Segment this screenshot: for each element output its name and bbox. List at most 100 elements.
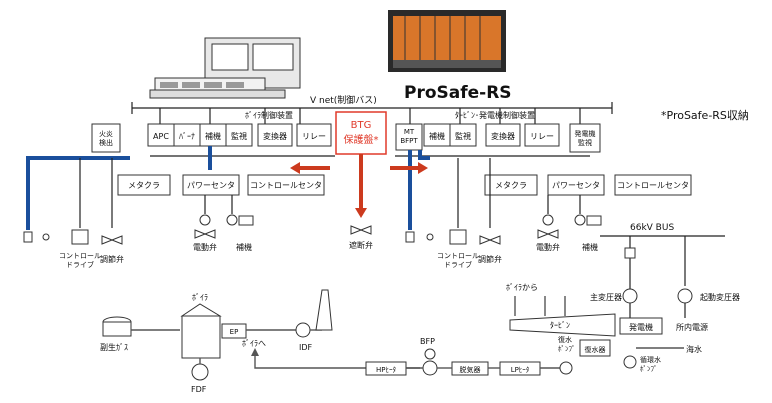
- metaclad-label-left: メタクラ: [128, 181, 160, 190]
- converter-label-right: 変換器: [491, 131, 515, 141]
- regulating-valve-label-right: 調節弁: [478, 254, 502, 264]
- control-drive-label-right: コントロールドライブ: [437, 252, 479, 269]
- relay-label-right: リレー: [530, 132, 554, 141]
- operator-console-icon: [149, 37, 301, 99]
- regulating-valve-icon-right: [479, 235, 501, 245]
- lp-heater-label: LPﾋｰﾀ: [511, 366, 530, 374]
- label-line: ドライブ: [66, 260, 94, 269]
- motor-valve-label-right: 電動弁: [536, 242, 560, 252]
- btg-label-2: 保護盤*: [344, 133, 379, 146]
- metaclad-label-right: メタクラ: [495, 181, 527, 190]
- start-transformer-icon: [677, 288, 693, 304]
- converter-label-left: 変換器: [263, 131, 287, 141]
- power-center-label-right: パワーセンタ: [552, 181, 600, 190]
- breaker-icon: [624, 247, 636, 259]
- generator-box: [619, 317, 663, 335]
- fdf-icon: [191, 363, 209, 381]
- motor-valve-label-left: 電動弁: [193, 242, 217, 252]
- flame-detector-box: [91, 123, 121, 153]
- shutoff-valve-icon: [350, 225, 372, 235]
- product-title: ProSafe-RS: [404, 83, 512, 103]
- converter-box-left: [257, 123, 293, 147]
- terminal-icon-right: [405, 231, 434, 243]
- from-boiler-label: ﾎﾞｲﾗから: [506, 283, 538, 292]
- aux-equipment-label-left: 補機: [236, 242, 252, 252]
- main-transformer-label: 主変圧器: [590, 292, 622, 302]
- power-center-left: [182, 174, 240, 196]
- motor-icon-right: [542, 214, 554, 226]
- turbine-group-label: ﾀｰﾋﾞﾝ･発電機制御装置: [455, 110, 535, 120]
- bfp-icon: [422, 360, 438, 376]
- relay-box-right: [524, 123, 560, 147]
- house-power-label: 所内電源: [676, 322, 708, 332]
- condensate-pump-icon: [559, 361, 573, 375]
- turbine-icon: [509, 313, 616, 337]
- aux-motor-icon-left: [226, 214, 238, 226]
- vnet-label: V net(制御バス): [310, 94, 377, 106]
- power-center-right: [547, 174, 605, 196]
- control-center-right: [614, 174, 692, 196]
- ep-label: EP: [230, 328, 239, 336]
- stack-icon: [315, 289, 333, 331]
- bfp-motor-icon: [424, 348, 436, 360]
- shutoff-valve-label: 遮断弁: [349, 240, 373, 250]
- metaclad-right: [484, 174, 538, 196]
- boiler-icon: [181, 315, 221, 359]
- aux-pump-icon-right: [586, 215, 602, 226]
- condenser-label: 復水器: [585, 345, 606, 354]
- byproduct-gas-label: 副生ｶﾞｽ: [100, 342, 128, 352]
- apc-label: APC: [153, 132, 169, 141]
- boiler-label: ﾎﾞｲﾗ: [192, 293, 208, 302]
- circulating-pump-label: 循環水ﾎﾟﾝﾌﾟ: [640, 355, 661, 373]
- boiler-group-label: ﾎﾞｲﾗ制御装置: [245, 110, 293, 120]
- generator-label: 発電機: [629, 322, 653, 332]
- generator-monitor-label: 発電機監視: [575, 129, 596, 147]
- bus-66kv-label: 66kV BUS: [630, 223, 674, 233]
- control-center-label-right: コントロールセンタ: [617, 181, 689, 190]
- idf-icon: [295, 322, 311, 338]
- ep-icon: [221, 323, 247, 339]
- btg-label: BTG: [351, 120, 372, 131]
- burner-label: ﾊﾞｰﾅ: [179, 132, 195, 141]
- motor-valve-icon-left: [194, 229, 216, 239]
- label-line: ドライブ: [444, 260, 472, 269]
- label-line: BFPT: [400, 137, 418, 145]
- flame-detector-label: 火炎検出: [99, 130, 113, 147]
- control-drive-icon-right: [449, 229, 467, 245]
- deaerator-label: 脱気器: [460, 365, 481, 374]
- aux-label-right: 補機: [429, 131, 445, 141]
- start-transformer-label: 起動変圧器: [700, 292, 740, 302]
- regulating-valve-icon-left: [101, 235, 123, 245]
- fdf-label: FDF: [191, 385, 207, 394]
- motor-icon-left: [199, 214, 211, 226]
- idf-label: IDF: [299, 343, 313, 352]
- power-center-label-left: パワーセンタ: [187, 181, 235, 190]
- circulating-pump-icon: [623, 355, 637, 369]
- prosafe-rs-unit-icon: [388, 10, 506, 72]
- monitor-box-left: [225, 123, 253, 147]
- generator-monitor-box: [569, 123, 601, 153]
- label-line: ﾎﾟﾝﾌﾟ: [558, 345, 576, 353]
- to-boiler-label: ﾎﾞｲﾗへ: [242, 339, 266, 348]
- monitor-label-left: 監視: [231, 131, 247, 141]
- metaclad-left: [117, 174, 171, 196]
- seawater-label: 海水: [686, 344, 702, 354]
- monitor-label-right: 監視: [455, 131, 471, 141]
- control-center-label-left: コントロールセンタ: [250, 181, 322, 190]
- control-drive-icon-left: [71, 229, 89, 245]
- aux-motor-icon-right: [574, 214, 586, 226]
- condenser-box: [579, 339, 611, 357]
- motor-valve-icon-right: [537, 229, 559, 239]
- relay-label-left: リレー: [302, 132, 326, 141]
- terminal-icon-left: [23, 231, 50, 243]
- hp-heater-label: HPﾋｰﾀ: [376, 366, 396, 374]
- aux-pump-icon-left: [238, 215, 254, 226]
- bfp-label: BFP: [420, 337, 435, 346]
- condensate-pump-label: 復水ﾎﾟﾝﾌﾟ: [558, 335, 576, 353]
- relay-box-left: [296, 123, 332, 147]
- prosafe-note: *ProSafe-RS収納: [661, 109, 749, 122]
- main-transformer-icon: [622, 288, 638, 304]
- monitor-box-right: [449, 123, 477, 147]
